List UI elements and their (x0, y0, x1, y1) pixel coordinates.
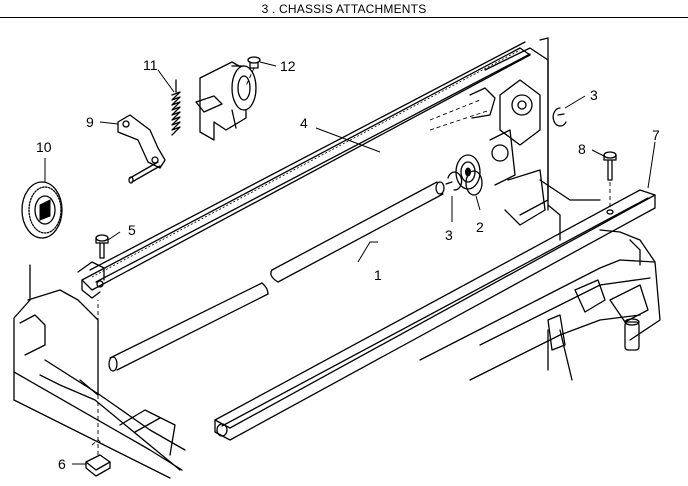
callout-9: 9 (86, 114, 94, 130)
motor-assembly-part-12 (195, 56, 261, 141)
callout-12: 12 (280, 58, 296, 74)
rack-bar-part-4 (77, 41, 531, 299)
gear-part-10 (21, 181, 63, 239)
guide-rail-part-7 (214, 189, 656, 441)
callout-5: 5 (128, 222, 136, 238)
callout-1: 1 (374, 267, 382, 283)
bracket-part-6 (85, 300, 111, 477)
lever-part-9 (117, 114, 166, 184)
spring-part-11 (171, 79, 181, 136)
e-clip-part-3-left (445, 171, 463, 191)
right-bottom-frame (419, 229, 661, 381)
right-side-plate (429, 37, 601, 241)
shaft-part-1 (108, 181, 445, 372)
callout-10: 10 (36, 139, 52, 155)
callout-3-left: 3 (445, 227, 453, 243)
screw-part-5 (95, 234, 109, 259)
chassis-frame (13, 264, 186, 479)
callout-7: 7 (652, 127, 660, 143)
title-rule (0, 17, 688, 18)
e-clip-part-3-right (552, 107, 567, 127)
callout-8: 8 (578, 141, 586, 157)
callout-4: 4 (300, 115, 308, 131)
diagram-title: 3 . CHASSIS ATTACHMENTS (261, 2, 427, 16)
screw-part-8 (603, 151, 617, 210)
callout-2: 2 (476, 219, 484, 235)
callout-11: 11 (143, 57, 158, 73)
callout-6: 6 (58, 456, 66, 472)
callout-3-right: 3 (590, 87, 598, 103)
callout-leaders (44, 61, 656, 465)
